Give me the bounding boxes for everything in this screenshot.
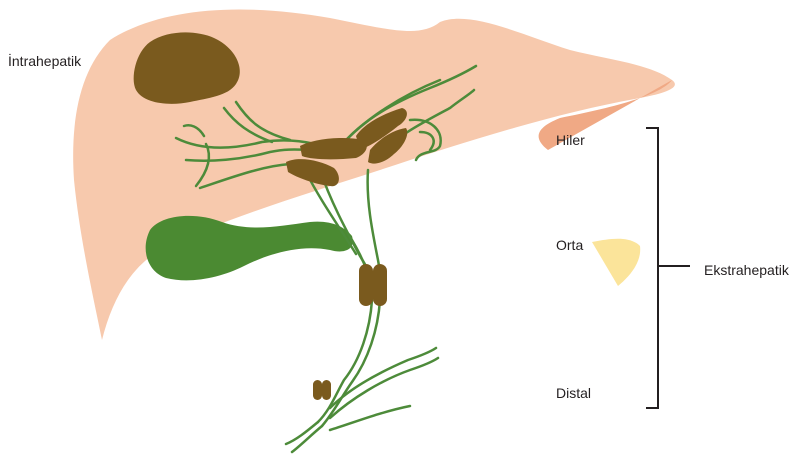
label-middle: Orta	[556, 237, 583, 253]
gallbladder	[146, 216, 353, 280]
pancreas	[592, 239, 640, 286]
label-extrahepatic: Ekstrahepatik	[704, 262, 789, 278]
label-hilar: Hiler	[556, 132, 585, 148]
extrahepatic-bracket	[646, 128, 690, 408]
middle-duct-tumor	[373, 264, 387, 306]
label-intrahepatic: İntrahepatik	[8, 53, 81, 69]
middle-duct-tumor	[359, 264, 373, 306]
label-distal: Distal	[556, 385, 591, 401]
distal-tumor	[313, 380, 322, 400]
distal-tumors	[313, 380, 331, 400]
distal-tumor	[322, 380, 331, 400]
